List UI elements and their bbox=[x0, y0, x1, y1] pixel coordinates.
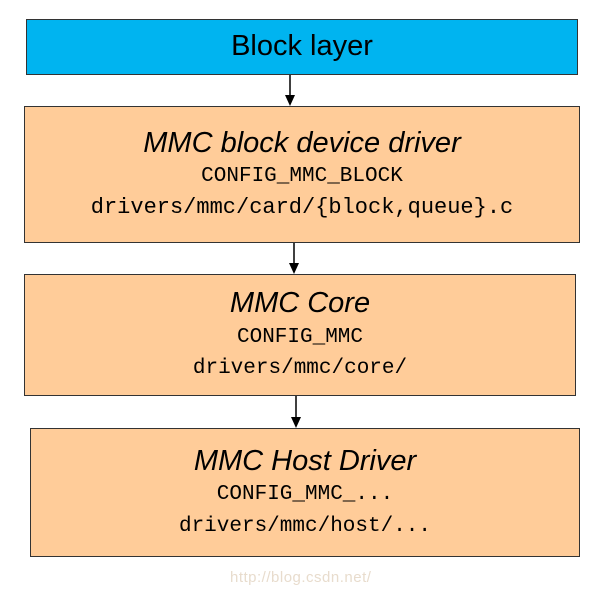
mmc-core-box: http://blog.csdn.net/ MMC Core CONFIG_MM… bbox=[24, 274, 576, 586]
mmc-core-path: drivers/mmc/core/ bbox=[192, 357, 408, 381]
mmc-host-driver-box: MMC Host Driver CONFIG_MMC_... drivers/m… bbox=[30, 428, 580, 557]
arrow-block-layer-to-block-driver bbox=[285, 75, 295, 106]
mmc-host-driver-path: drivers/mmc/host/... bbox=[178, 514, 432, 538]
arrow-core-to-host-driver bbox=[291, 396, 301, 428]
arrow-block-driver-to-core bbox=[289, 243, 299, 274]
mmc-core-config: CONFIG_MMC bbox=[236, 325, 364, 349]
mmc-block-driver-title: MMC block device driver bbox=[143, 126, 461, 159]
watermark: http://blog.csdn.net/ bbox=[230, 569, 372, 586]
mmc-block-driver-box: MMC block device driver CONFIG_MMC_BLOCK… bbox=[24, 106, 580, 243]
mmc-host-driver-title: MMC Host Driver bbox=[193, 444, 417, 477]
mmc-block-driver-config: CONFIG_MMC_BLOCK bbox=[201, 164, 403, 188]
mmc-host-driver-config: CONFIG_MMC_... bbox=[216, 483, 394, 507]
mmc-core-title: MMC Core bbox=[229, 287, 371, 320]
mmc-block-driver-path: drivers/mmc/card/{block,queue}.c bbox=[90, 195, 514, 221]
block-layer-box: Block layer bbox=[26, 19, 578, 75]
block-layer-title: Block layer bbox=[231, 30, 373, 63]
